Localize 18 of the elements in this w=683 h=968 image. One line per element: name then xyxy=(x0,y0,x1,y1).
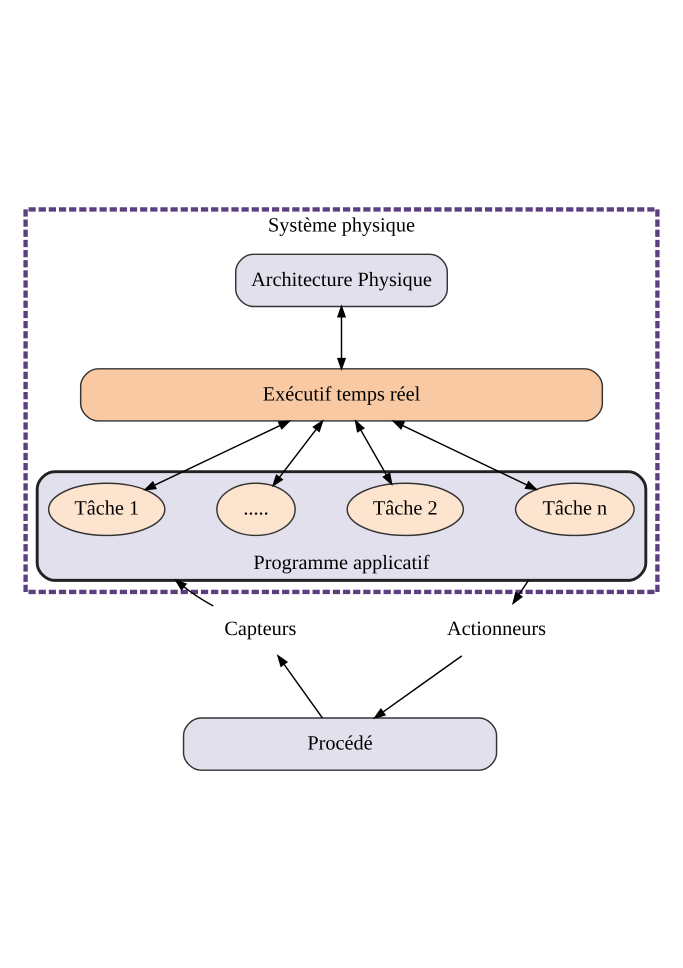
arrow xyxy=(272,419,324,488)
node-ellipse: Tâche 2 xyxy=(346,482,464,536)
node-box: Exécutif temps réel xyxy=(80,368,604,422)
arrow xyxy=(174,579,214,607)
arrow xyxy=(276,654,323,718)
arrow xyxy=(354,419,393,486)
arrow xyxy=(143,420,292,491)
node-text: Capteurs xyxy=(224,618,296,640)
node-box: Procédé xyxy=(182,717,498,771)
node-ellipse: Tâche 1 xyxy=(48,482,166,536)
node-text: Actionneurs xyxy=(447,618,546,640)
arrow xyxy=(512,580,530,606)
arrow xyxy=(391,420,538,490)
arrow xyxy=(336,304,346,371)
node-ellipse: ..... xyxy=(216,482,296,536)
node-ellipse: Tâche n xyxy=(514,482,635,536)
node-box: Architecture Physique xyxy=(235,254,448,308)
arrow xyxy=(372,655,462,720)
